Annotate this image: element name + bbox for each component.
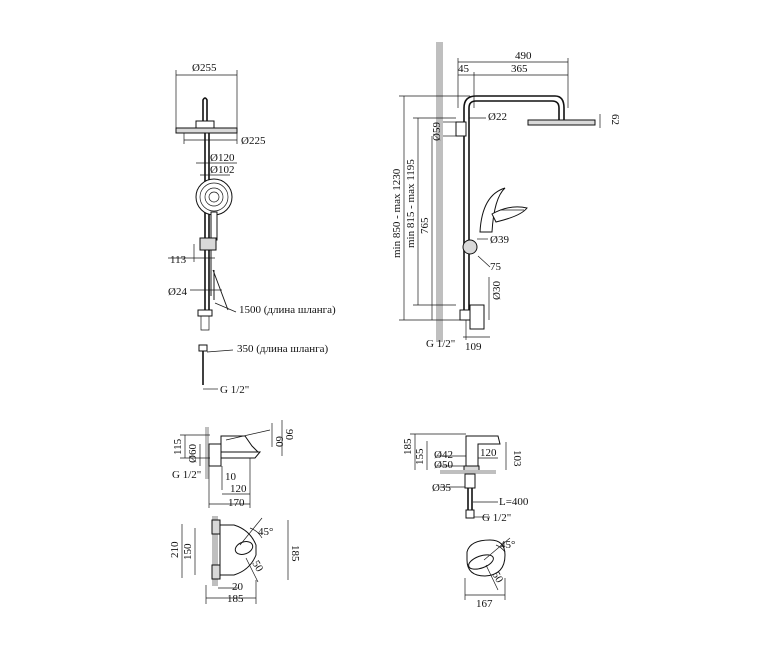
dim-62: 62 (609, 114, 621, 125)
dim-d102: Ø102 (210, 164, 234, 176)
dim-d50: Ø50 (434, 459, 453, 471)
dim-range-850-1230: min 850 - max 1230 (391, 168, 403, 258)
dim-d225: Ø225 (241, 135, 266, 147)
dim-range-815-1195: min 815 - max 1195 (405, 159, 417, 248)
side-view: 490 45 365 62 Ø59 Ø22 min 850 - max 1230… (391, 42, 621, 353)
dim-d39: Ø39 (490, 234, 509, 246)
dim-210: 210 (169, 541, 181, 558)
dim-60: 60 (273, 436, 285, 448)
bath-mixer: 115 Ø60 60 90 G 1/2" 10 120 170 45° 210 … (169, 420, 301, 605)
dim-d30: Ø30 (491, 281, 503, 300)
dim-75: 75 (490, 261, 502, 273)
dim-115: 115 (172, 438, 184, 455)
dim-d59: Ø59 (431, 122, 443, 141)
dim-d120: Ø120 (210, 152, 235, 164)
dim-109: 109 (465, 341, 482, 353)
dim-765: 765 (419, 217, 431, 234)
dim-150: 150 (182, 543, 194, 560)
dim-490: 490 (515, 50, 532, 62)
dim-d255: Ø255 (192, 62, 217, 74)
dim-d24: Ø24 (168, 286, 187, 298)
dim-90: 90 (283, 429, 295, 441)
dim-45deg-basin: 45° (500, 539, 515, 551)
dim-g12-side: G 1/2" (426, 338, 455, 350)
dim-103: 103 (511, 450, 523, 467)
front-view: Ø255 Ø225 Ø120 Ø102 113 Ø (168, 62, 336, 396)
dim-185-vertical: 185 (289, 545, 301, 562)
dim-hose1500: 1500 (длина шланга) (239, 304, 336, 316)
dim-45: 45 (458, 63, 470, 75)
dim-120-basin: 120 (480, 447, 497, 459)
dim-g12-bath: G 1/2" (172, 469, 201, 481)
dim-113: 113 (170, 254, 187, 266)
basin-mixer: 185 155 Ø42 Ø50 120 103 Ø35 L=400 G 1/2"… (402, 433, 529, 610)
dim-d22: Ø22 (488, 111, 507, 123)
dim-120-bath: 120 (230, 483, 247, 495)
dim-170: 170 (228, 497, 245, 509)
dim-45deg-bath: 45° (258, 526, 273, 538)
dim-d60: Ø60 (187, 444, 199, 463)
dim-g12-basin: G 1/2" (482, 512, 511, 524)
dim-185-horizontal: 185 (227, 593, 244, 605)
dim-185-basin: 185 (402, 438, 414, 455)
dim-hose-length: L=400 (499, 496, 529, 508)
dim-10: 10 (225, 471, 237, 483)
dim-365: 365 (511, 63, 528, 75)
dim-20: 20 (232, 581, 244, 593)
dim-d35: Ø35 (432, 482, 451, 494)
dim-g12-front: G 1/2" (220, 384, 249, 396)
dim-167: 167 (476, 598, 493, 610)
dim-hose350: 350 (длина шланга) (237, 343, 329, 355)
dim-155: 155 (414, 448, 426, 465)
dim-d42: Ø42 (434, 449, 453, 461)
